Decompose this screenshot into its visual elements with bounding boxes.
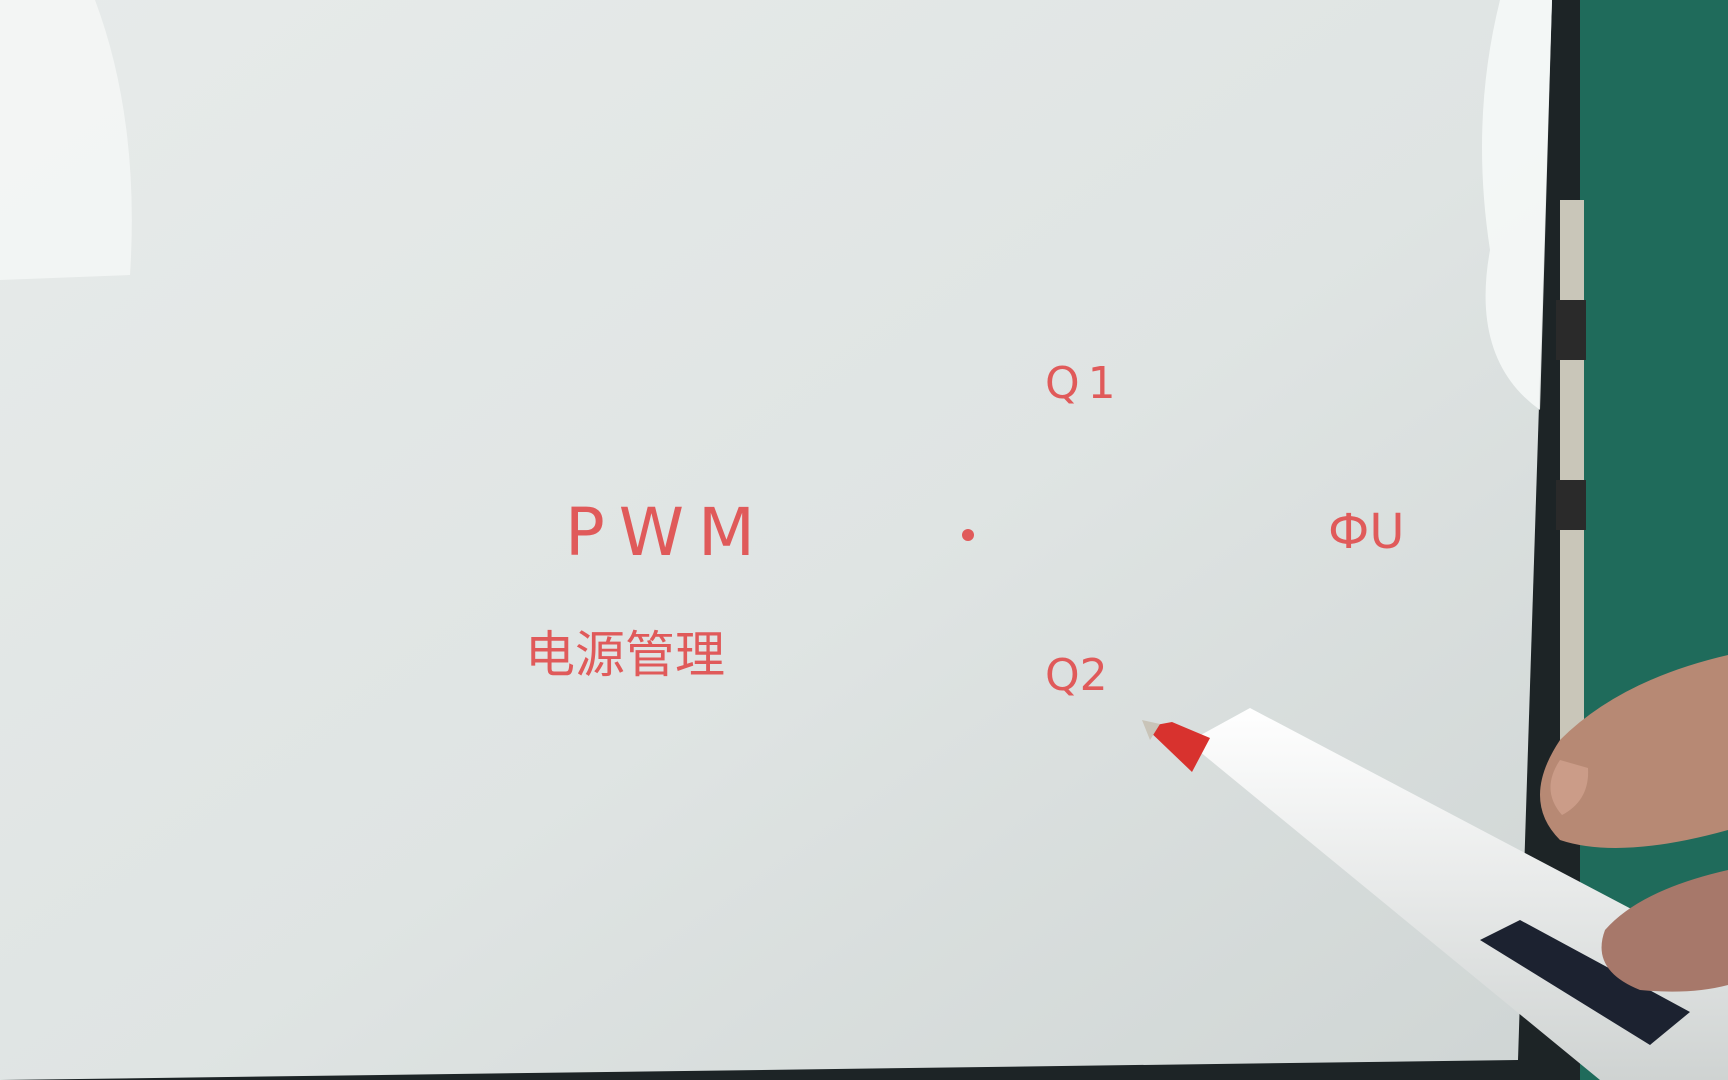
switch-node (962, 529, 974, 541)
hand-nail (1550, 760, 1589, 815)
glare-right (1482, 0, 1552, 410)
hand-thumb (1601, 870, 1728, 992)
q2-label: Q2 (1045, 650, 1108, 701)
controller-label-pwm: PWM (565, 494, 769, 571)
whiteboard-surface (0, 0, 1552, 1080)
controller-label-power-mgmt: 电源管理 (525, 626, 725, 684)
board-clip-top (1556, 300, 1586, 360)
hand-icon (1540, 655, 1728, 992)
glare-left (0, 0, 132, 280)
marker-pen-icon (1142, 708, 1728, 1080)
hand-index-finger (1540, 655, 1728, 848)
board-clip-bottom (1556, 480, 1586, 530)
q1-label: Q1 (1045, 358, 1124, 409)
circuit-drawing: PWM 电源管理 Q1 Q2 ФU (525, 358, 1404, 701)
marker-pen-tip (1145, 722, 1210, 772)
marker-pen-nib (1142, 720, 1160, 740)
output-label: ФU (1328, 504, 1404, 560)
marker-pen-band (1480, 920, 1690, 1045)
